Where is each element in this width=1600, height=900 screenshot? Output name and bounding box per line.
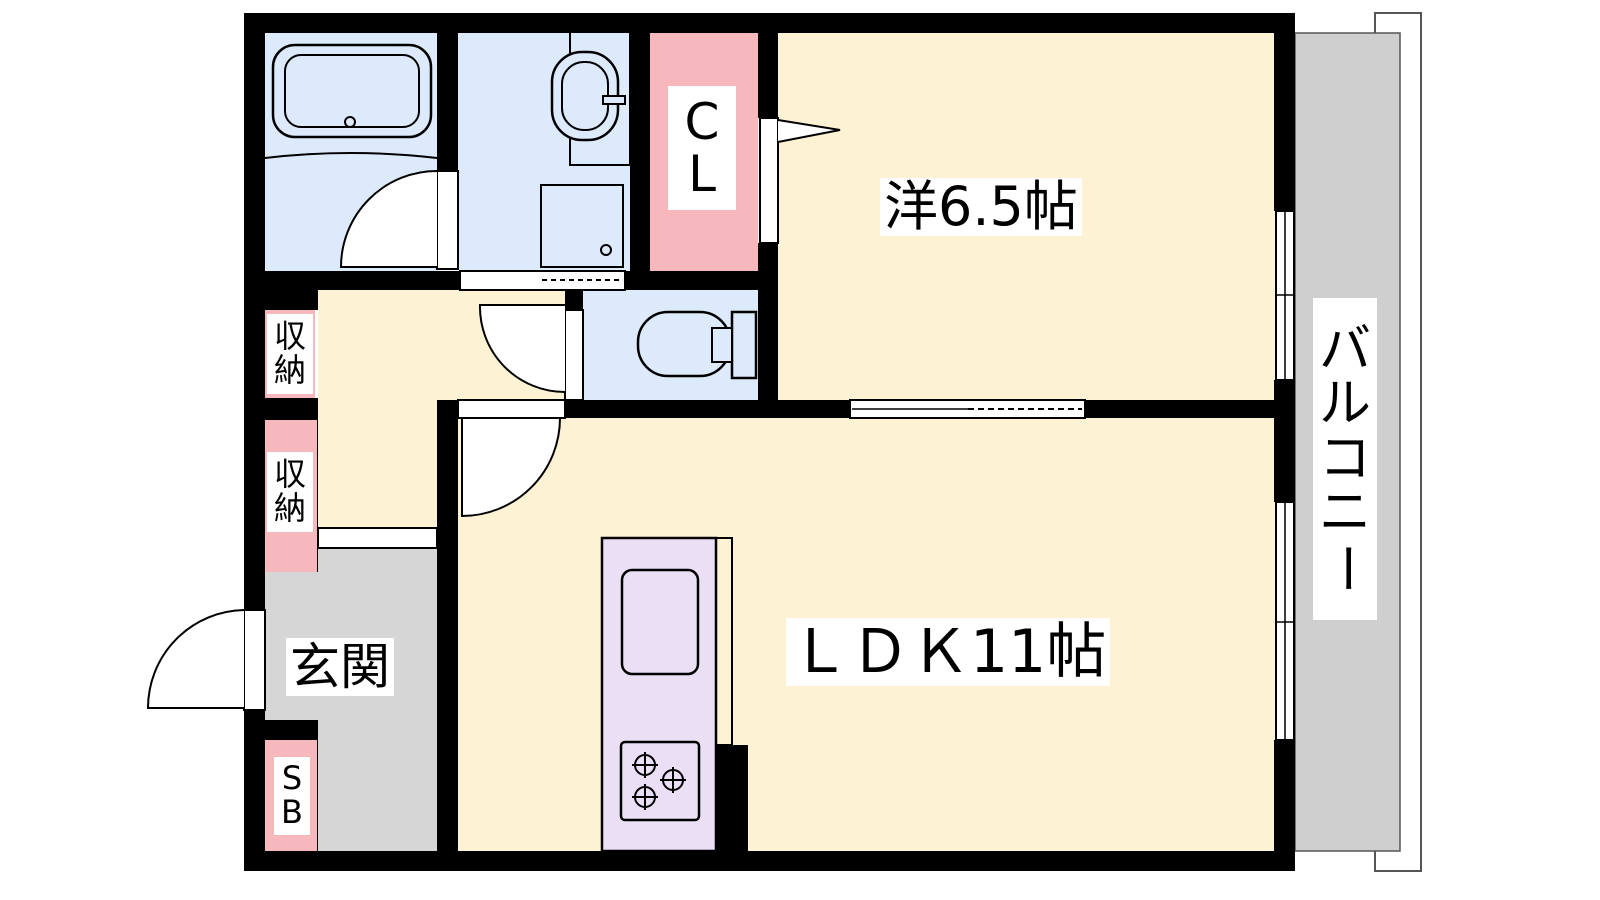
closet-label-l: L	[688, 145, 716, 203]
front-door-leaf	[243, 609, 266, 711]
wall-storage-1	[244, 290, 318, 310]
ldk-door-frame	[457, 399, 566, 419]
storage-lower-label: 収 納	[267, 452, 313, 532]
storage-lower-label-2: 納	[273, 489, 306, 527]
closet-label: C L	[668, 86, 736, 210]
washing-machine	[540, 184, 624, 268]
wall-wet-bottom	[265, 271, 460, 290]
wall-right-2	[1274, 380, 1295, 502]
ldk-door-swing	[461, 417, 562, 518]
wall-left-upper	[244, 13, 265, 610]
wall-room-bottom-left	[565, 400, 850, 418]
storage-upper-label-2: 納	[273, 351, 306, 389]
toilet-door-swing	[478, 304, 566, 393]
faucet-icon	[602, 95, 626, 105]
ldk-label: ＬＤＫ11帖	[786, 618, 1111, 686]
balcony-label-4: ニ	[1318, 483, 1371, 544]
shoe-box-label-b: B	[281, 793, 303, 831]
kitchen-sink	[620, 568, 700, 676]
closet-door-handle	[777, 119, 841, 143]
balcony-label-3: コ	[1318, 428, 1371, 489]
wall-bath-right	[437, 33, 458, 171]
storage-lower-label-1: 収	[273, 455, 306, 494]
closet-label-c: C	[684, 92, 720, 151]
wall-wet-bottom-2	[625, 271, 778, 290]
entrance-step	[317, 527, 438, 549]
wall-left-lower	[244, 710, 265, 871]
entrance-label: 玄関	[286, 638, 394, 696]
kitchen-counter-back	[715, 537, 733, 746]
closet-door	[759, 117, 779, 244]
balcony-label: バ ル コ ニ ー	[1313, 298, 1377, 620]
toilet-tank-detail	[711, 327, 733, 363]
balcony-label-1: バ	[1318, 319, 1371, 380]
drain-icon	[344, 116, 356, 128]
storage-upper-label-1: 収	[273, 317, 306, 356]
wall-storage-2	[244, 398, 318, 420]
wall-toilet-left	[565, 290, 583, 310]
bath-floor-line	[264, 152, 438, 159]
wall-closet-right-top	[758, 33, 778, 118]
front-door-swing	[146, 609, 245, 709]
wall-right-1	[1274, 13, 1295, 211]
balcony-label-2: ル	[1318, 374, 1371, 435]
burner-icon	[632, 752, 686, 810]
wall-bottom	[244, 851, 1294, 871]
balcony-label-5: ー	[1315, 542, 1376, 595]
wall-wash-right	[630, 33, 650, 271]
wall-room-bottom-right	[1085, 400, 1295, 418]
wall-closet-right-bottom	[758, 243, 778, 418]
toilet-partition	[564, 309, 584, 401]
wall-shoe-top	[244, 720, 318, 740]
shoe-box-label-s: S	[281, 759, 303, 798]
wall-ldk-left	[437, 400, 458, 871]
bath-door-leaf	[436, 170, 459, 270]
toilet-tank	[730, 310, 758, 380]
storage-upper-label: 収 納	[267, 314, 313, 394]
western-room-label: 洋6.5帖	[880, 178, 1082, 236]
wall-top	[244, 13, 1294, 33]
shoe-box-label: S B	[274, 757, 310, 835]
wall-right-3	[1274, 740, 1295, 871]
bathtub	[271, 43, 433, 139]
kitchen-counter-wall	[716, 745, 748, 851]
bath-door-swing	[339, 170, 438, 268]
washing-machine-drain-icon	[600, 244, 612, 256]
